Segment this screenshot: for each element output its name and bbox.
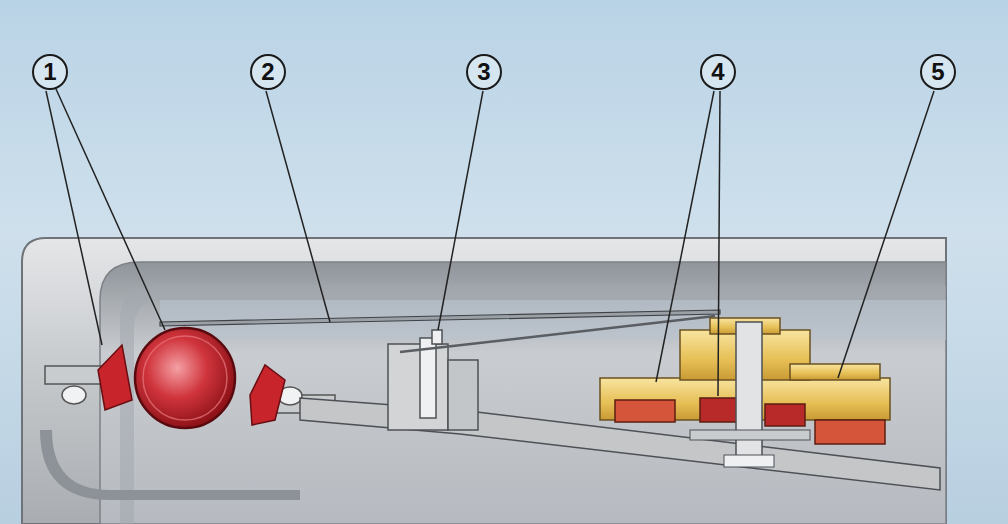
callout-number: 3 [477, 60, 490, 84]
callout-number: 2 [261, 60, 274, 84]
callout-circle: 5 [920, 54, 956, 90]
leader-lines [46, 89, 934, 396]
callout-circle: 4 [700, 54, 736, 90]
callout-circle: 2 [250, 54, 286, 90]
callout-number: 5 [931, 60, 944, 84]
callout-number: 1 [43, 60, 56, 84]
callout-number: 4 [711, 60, 724, 84]
callout-circle: 3 [466, 54, 502, 90]
callout-circle: 1 [32, 54, 68, 90]
